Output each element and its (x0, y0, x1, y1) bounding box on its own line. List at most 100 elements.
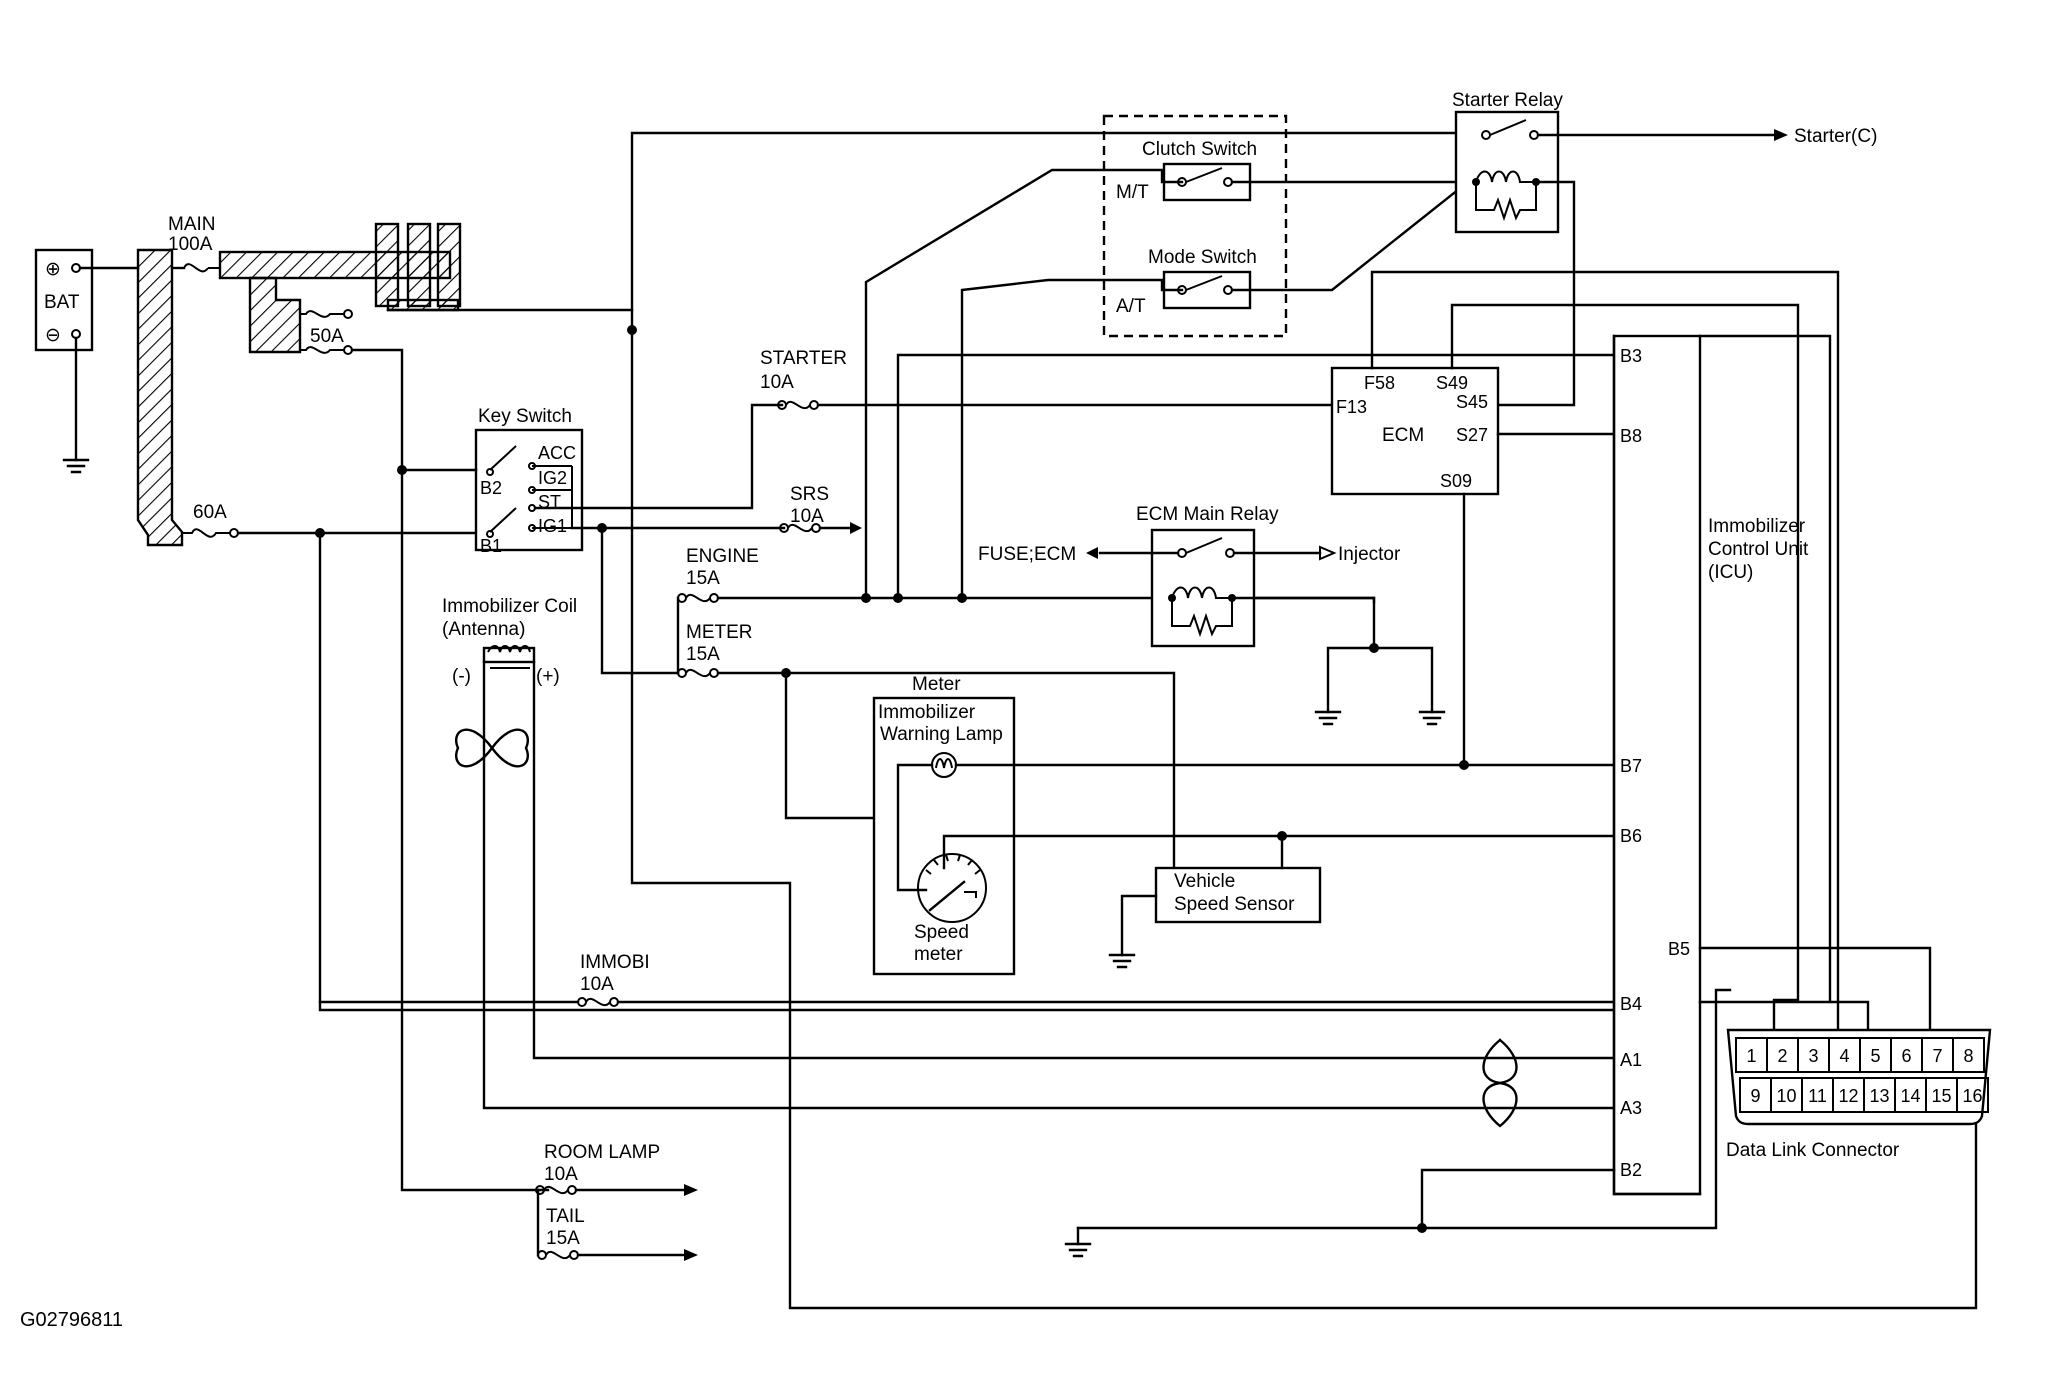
key-switch-pin-ig2: IG2 (538, 468, 567, 488)
dlc-pin-14: 14 (1900, 1086, 1920, 1106)
fuse-engine-name: ENGINE (686, 546, 759, 567)
icu-pin-b6: B6 (1620, 826, 1642, 846)
dlc-pin-8: 8 (1963, 1046, 1973, 1066)
fuse-meter-rating: 15A (686, 644, 720, 665)
dlc-pin-15: 15 (1931, 1086, 1951, 1106)
ecm-main-relay-input: FUSE;ECM (978, 544, 1076, 565)
fuse-room-lamp: ROOM LAMP 10A (535, 1142, 698, 1196)
fuse-room-lamp-name: ROOM LAMP (544, 1142, 660, 1163)
fuse-starter: STARTER 10A (760, 348, 847, 410)
dlc-pin-11: 11 (1808, 1086, 1827, 1106)
clutch-switch-label: Clutch Switch (1142, 139, 1257, 160)
dlc-pin-1: 1 (1746, 1046, 1756, 1066)
ecm-pin-f58: F58 (1364, 373, 1395, 393)
ground-icon (1314, 710, 1342, 726)
dlc-pin-cell (1956, 1077, 1989, 1113)
clutch-switch-pin: M/T (1116, 182, 1149, 203)
icu-pin-a3: A3 (1620, 1098, 1642, 1118)
icu-pin-b4: B4 (1620, 994, 1642, 1014)
starter-relay-output: Starter(C) (1794, 126, 1877, 147)
ecm: F58 S49 F13 S45 ECM S27 S09 (1330, 366, 1500, 496)
ecm-main-relay-label: ECM Main Relay (1136, 504, 1279, 525)
vehicle-speed-sensor: Vehicle Speed Sensor (1154, 866, 1322, 924)
ecm-pin-s49: S49 (1436, 373, 1468, 393)
key-switch-pin-b1: B1 (480, 536, 502, 556)
ecm-label: ECM (1382, 425, 1424, 446)
ecm-pin-s09: S09 (1440, 471, 1472, 491)
ground-icon (1418, 710, 1446, 726)
meter-speed-label: Speed (914, 922, 969, 943)
dlc-pin-9: 9 (1750, 1086, 1760, 1106)
mode-switch-pin: A/T (1116, 296, 1146, 317)
fuse-room-lamp-rating: 10A (544, 1164, 578, 1185)
ecm-pin-s45: S45 (1456, 392, 1488, 412)
immobilizer-coil-label: Immobilizer Coil (442, 596, 577, 617)
fuse-srs-rating: 10A (790, 506, 824, 527)
fuse-tail-rating: 15A (546, 1228, 580, 1249)
fuse-engine-rating: 15A (686, 568, 720, 589)
dlc-pin-5: 5 (1870, 1046, 1880, 1066)
ecm-pin-f13: F13 (1336, 397, 1367, 417)
starter-relay-label: Starter Relay (1452, 90, 1563, 111)
fuse-main-name: MAIN (168, 214, 216, 235)
immobilizer-coil-sublabel: (Antenna) (442, 619, 525, 640)
ecm-main-relay: ECM Main Relay (1136, 504, 1279, 648)
fuse-main-rating: 100A (168, 234, 213, 255)
immobilizer-coil-minus: (-) (452, 666, 471, 687)
icu-sublabel: Control Unit (1708, 539, 1809, 560)
vss-label: Vehicle (1174, 871, 1235, 892)
fuse-immobi: IMMOBI 10A (577, 952, 650, 1007)
fuse-engine: ENGINE 15A (677, 546, 759, 603)
icu-pin-a1: A1 (1620, 1050, 1642, 1070)
key-switch-pin-acc: ACC (538, 443, 576, 463)
dlc-pin-13: 13 (1869, 1086, 1889, 1106)
icu-pin-b8: B8 (1620, 426, 1642, 446)
fuse-immobi-rating: 10A (580, 974, 614, 995)
meter-lamp-sublabel: Warning Lamp (880, 724, 1003, 745)
vss-sublabel: Speed Sensor (1174, 894, 1295, 915)
immobilizer-coil-plus: (+) (536, 666, 560, 687)
battery-plus-icon: ⊕ (45, 259, 61, 280)
ground-icon (1108, 953, 1136, 969)
fuse-starter-rating: 10A (760, 372, 794, 393)
icu-pin-b7: B7 (1620, 756, 1642, 776)
dlc-pin-2: 2 (1777, 1046, 1787, 1066)
ground-icon (1064, 1242, 1092, 1258)
fuse-meter: METER 15A (677, 622, 753, 678)
meter: Meter Immobilizer Warning Lamp Speed met… (872, 674, 1616, 976)
battery: ⊕ BAT ⊖ (34, 248, 94, 352)
dlc-pin-4: 4 (1839, 1046, 1849, 1066)
switch-group: Clutch Switch M/T Mode Switch A/T (1102, 114, 1288, 338)
fuse-50a-rating: 50A (310, 326, 344, 347)
diagram-id: G02796811 (20, 1309, 123, 1331)
fuse-srs-name: SRS (790, 484, 829, 505)
icu-pin-b3: B3 (1620, 346, 1642, 366)
meter-speed-sublabel: meter (914, 944, 963, 965)
speedometer-icon (917, 853, 987, 923)
ecm-main-relay-output: Injector (1338, 544, 1401, 565)
meter-label: Meter (912, 674, 961, 695)
icu-pin-b5: B5 (1668, 939, 1690, 959)
fuse-starter-name: STARTER (760, 348, 847, 369)
icu-abbrev: (ICU) (1708, 562, 1753, 583)
starter-relay: Starter Relay (1452, 90, 1563, 234)
battery-label: BAT (44, 292, 80, 313)
dlc-label: Data Link Connector (1726, 1140, 1900, 1161)
ecm-pin-s27: S27 (1456, 425, 1488, 445)
fuse-srs: SRS 10A (779, 484, 862, 534)
fuse-50a: 50A (300, 309, 353, 355)
meter-lamp-label: Immobilizer (878, 702, 976, 723)
fuse-main: MAIN 100A (168, 214, 220, 273)
dlc-pin-6: 6 (1901, 1046, 1911, 1066)
icu-label: Immobilizer (1708, 516, 1806, 537)
bus-bars (136, 222, 462, 547)
fuse-meter-name: METER (686, 622, 753, 643)
dlc-pin-10: 10 (1776, 1086, 1796, 1106)
battery-minus-icon: ⊖ (45, 325, 61, 346)
immobilizer-control-unit: B3 B8 B7 B6 B5 B4 A1 A3 B2 (1612, 334, 1702, 1196)
mode-switch-label: Mode Switch (1148, 247, 1257, 268)
ground-icon (62, 458, 90, 474)
fuse-immobi-name: IMMOBI (580, 952, 650, 973)
